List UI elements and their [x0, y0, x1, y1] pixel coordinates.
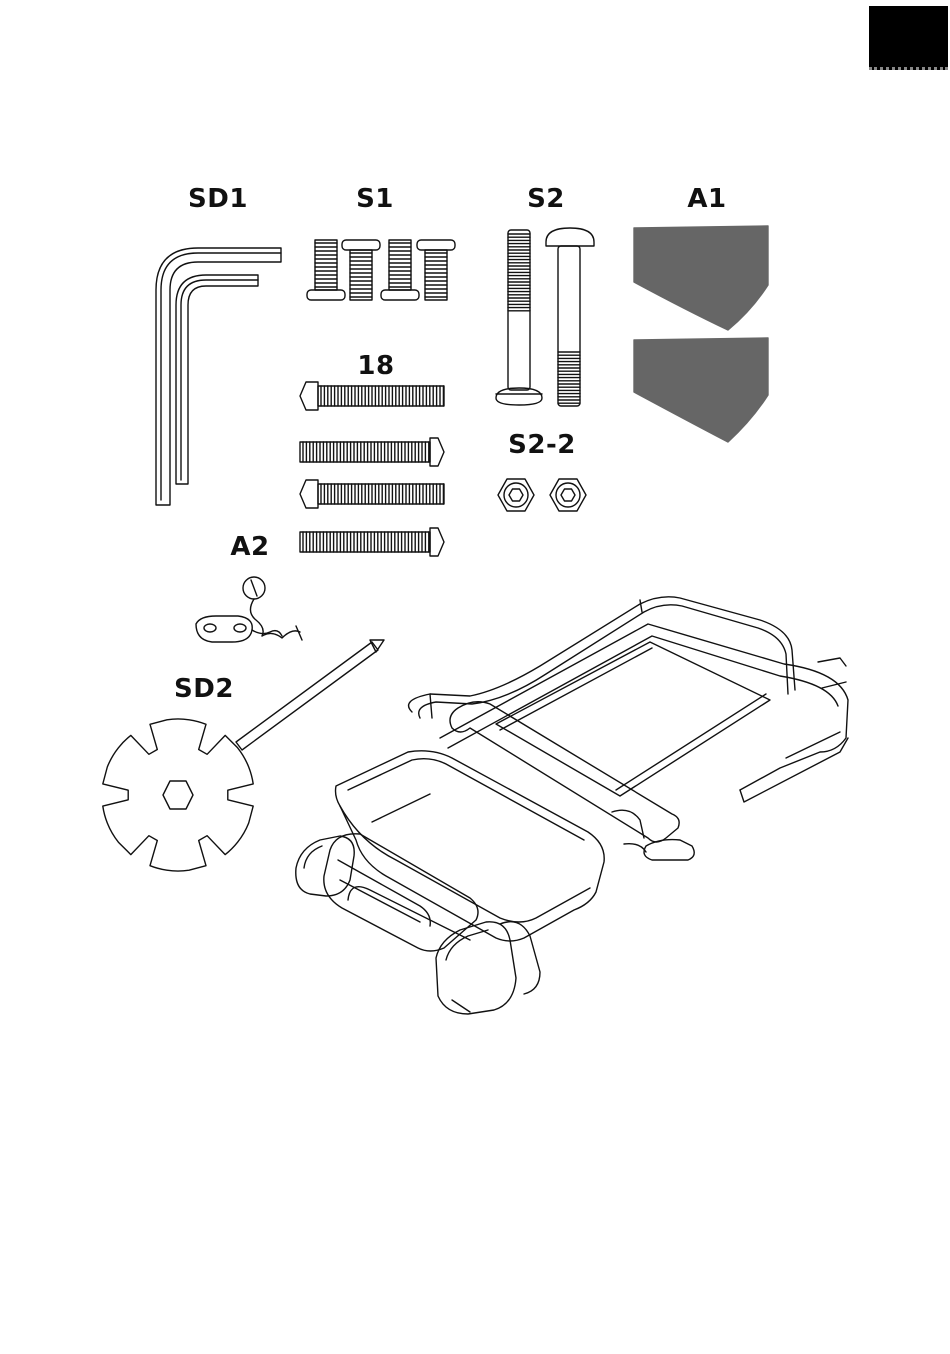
treadmill-illustration	[296, 597, 848, 1014]
a2-safety-key	[196, 577, 302, 642]
a1-pads	[634, 226, 768, 442]
screws-18	[300, 382, 444, 556]
s2-bolts	[496, 228, 594, 406]
sd1-allen-keys	[156, 248, 281, 505]
s2-2-nuts	[498, 479, 586, 511]
s1-bolts	[307, 240, 455, 300]
